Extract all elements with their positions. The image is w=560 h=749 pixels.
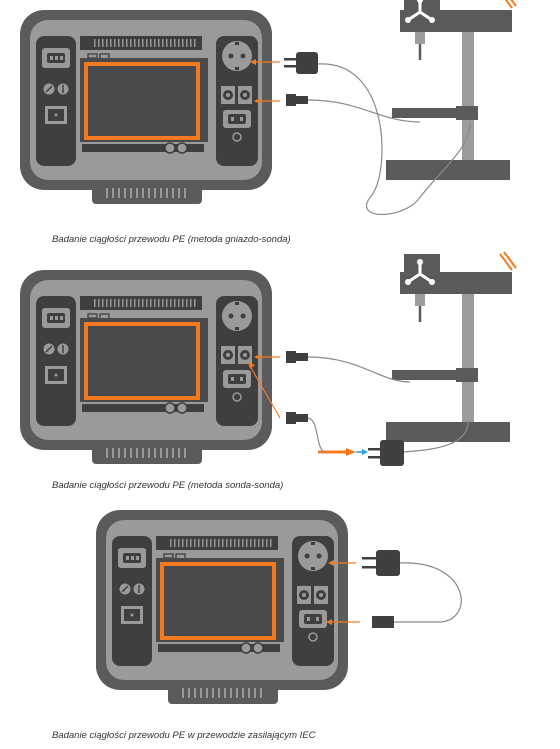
- probe-connector-icon: [286, 412, 308, 424]
- probe-connector-icon: [286, 94, 308, 106]
- plug-icon: [284, 52, 318, 74]
- tester-device: [18, 268, 274, 466]
- caption-iec-cable: Badanie ciągłości przewodu PE w przewodz…: [52, 730, 316, 741]
- iec-connector-icon: [372, 616, 394, 628]
- probe-connector-icon: [286, 351, 308, 363]
- tester-device: [94, 508, 350, 706]
- caption-socket-probe: Badanie ciągłości przewodu PE (metoda gn…: [52, 234, 291, 245]
- drill-press-icon: [384, 250, 518, 444]
- tester-device: [18, 8, 274, 206]
- figure-iec-cable: [94, 508, 462, 706]
- drill-press-icon: [384, 0, 518, 182]
- figure-socket-probe: [18, 0, 518, 216]
- plug-icon: [368, 440, 404, 466]
- caption-probe-probe: Badanie ciągłości przewodu PE (metoda so…: [52, 480, 283, 491]
- figure-probe-probe: [18, 250, 518, 466]
- plug-icon: [362, 550, 400, 576]
